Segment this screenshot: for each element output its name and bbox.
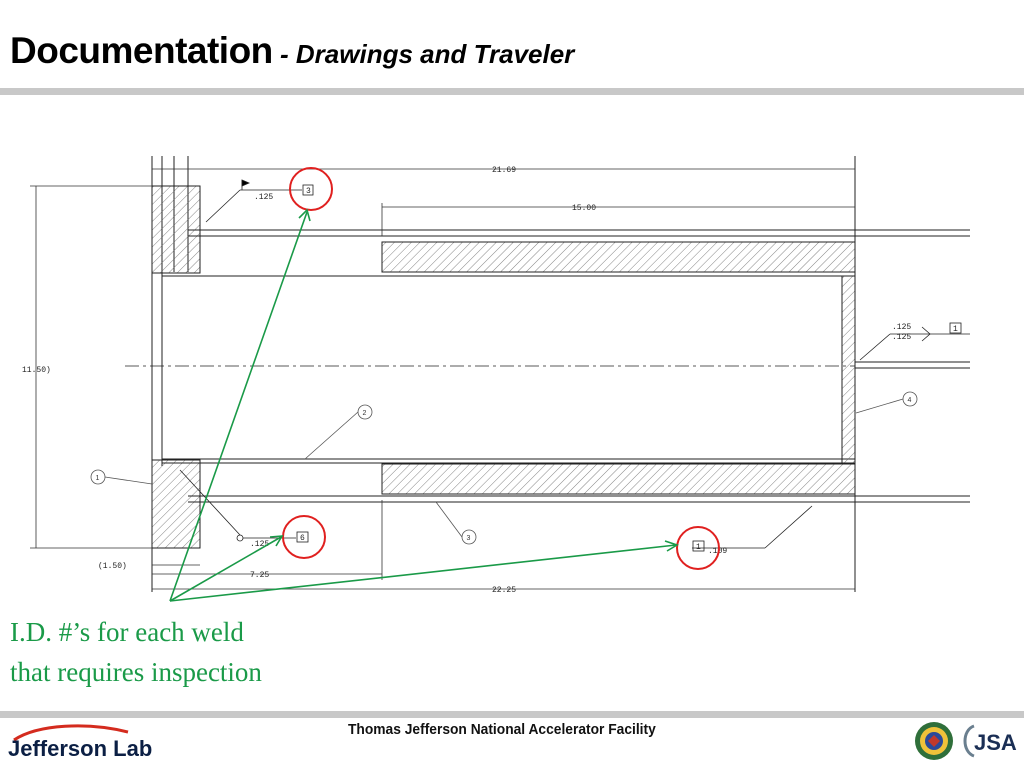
annotation-line-1: I.D. #’s for each weld bbox=[10, 617, 244, 647]
dimension-labels: 21.69 15.00 11.50) (1.50) 7.25 22.25 bbox=[22, 166, 596, 595]
annotation-line-2: that requires inspection bbox=[10, 657, 262, 687]
highlight-circle-top bbox=[289, 167, 333, 211]
highlight-circle-bottom bbox=[282, 515, 326, 559]
dim-small: (1.50) bbox=[98, 562, 127, 571]
title-main: Documentation bbox=[10, 30, 273, 71]
dim-lower-short: 7.25 bbox=[250, 571, 269, 580]
part-balloons: 1 2 3 4 bbox=[90, 391, 918, 545]
logo-swoosh-icon bbox=[13, 724, 129, 742]
weld-symbols: 3 .125 1 .125 .125 6 .125 1 .109 bbox=[179, 179, 970, 556]
jsa-text: JSA bbox=[974, 730, 1017, 755]
balloon-2: 2 bbox=[363, 410, 367, 417]
logo-text: Jefferson Lab bbox=[8, 736, 152, 761]
weld-size-bottom: .125 bbox=[250, 540, 269, 549]
dim-overall-top: 21.69 bbox=[492, 166, 516, 175]
weld-size-right-a: .125 bbox=[892, 323, 911, 332]
jsa-logo-icon: JSA bbox=[963, 724, 1017, 758]
footer-organization: Thomas Jefferson National Accelerator Fa… bbox=[348, 721, 656, 738]
balloon-1: 1 bbox=[96, 475, 100, 482]
title-subtitle: Drawings and Traveler bbox=[295, 39, 575, 69]
weld-id-bottom-right: 1 bbox=[696, 543, 701, 552]
dim-height: 11.50) bbox=[22, 366, 51, 375]
weld-id-top: 3 bbox=[306, 187, 311, 196]
slide-title: Documentation - Drawings and Traveler bbox=[10, 30, 574, 72]
title-divider bbox=[0, 88, 1024, 95]
title-separator: - bbox=[272, 39, 296, 69]
doe-seal-icon bbox=[915, 722, 953, 760]
part-outline bbox=[125, 156, 970, 592]
weld-size-bottom-right: .109 bbox=[708, 547, 727, 556]
footer-seals: JSA bbox=[915, 722, 1017, 760]
dim-overall-bottom: 22.25 bbox=[492, 586, 516, 595]
annotation-text: I.D. #’s for each weld that requires ins… bbox=[10, 612, 370, 692]
highlight-circles bbox=[282, 167, 720, 570]
engineering-drawing: 21.69 15.00 11.50) (1.50) 7.25 22.25 3 .… bbox=[22, 156, 970, 602]
balloon-3: 3 bbox=[467, 535, 471, 542]
dim-upper: 15.00 bbox=[572, 204, 596, 213]
footer-divider bbox=[0, 711, 1024, 718]
weld-size-top: .125 bbox=[254, 193, 273, 202]
weld-id-bottom: 6 bbox=[300, 534, 305, 543]
dimension-lines bbox=[30, 168, 855, 590]
annotation-arrows bbox=[169, 208, 679, 602]
jefferson-lab-logo: Jefferson Lab bbox=[8, 724, 152, 761]
weld-size-right-b: .125 bbox=[892, 333, 911, 342]
balloon-4: 4 bbox=[908, 397, 912, 404]
highlight-circle-right bbox=[676, 526, 720, 570]
weld-id-right: 1 bbox=[953, 325, 958, 334]
